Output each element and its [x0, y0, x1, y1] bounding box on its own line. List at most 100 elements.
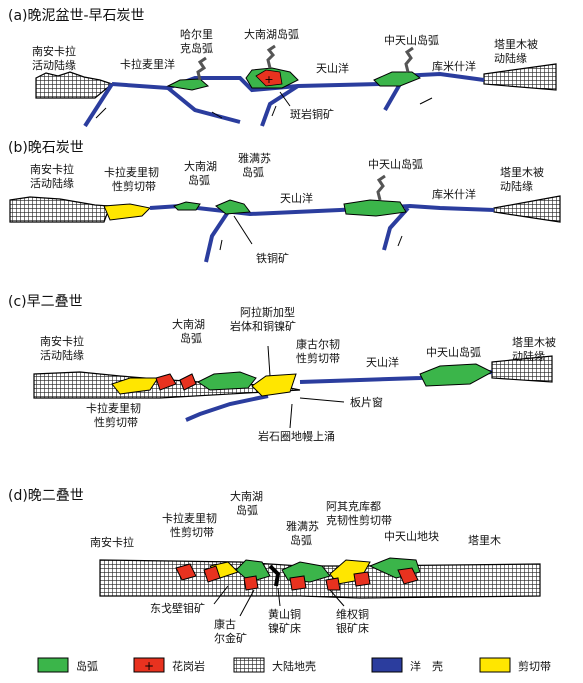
panel-b-label-tarim-2: 动陆缘	[500, 179, 533, 193]
panel-a-label-tianshan: 天山洋	[316, 61, 349, 75]
panel-b-label-kala-2: 性剪切带	[112, 179, 156, 193]
panel-a-arrow-3	[271, 105, 277, 117]
panel-d-label-kanggu-1: 康古	[214, 617, 236, 631]
panel-c-arrow-alasi	[267, 345, 271, 377]
panel-d-label-danan-2: 岛弧	[236, 503, 258, 517]
legend: 岛弧 + 花岗岩 大陆地壳 洋 壳 剪切带	[37, 657, 551, 673]
panel-c-label-upwell: 岩石圈地幔上涌	[258, 429, 335, 443]
panel-d-label-kala-2: 性剪切带	[170, 525, 214, 539]
legend-label-crust: 大陆地壳	[272, 659, 316, 673]
panel-c-label-tarim-2: 动陆缘	[512, 349, 545, 363]
panel-a-volcano-1	[196, 56, 207, 81]
panel-a-arc-zts	[373, 71, 422, 87]
panel-c-arc-danan	[197, 371, 257, 391]
panel-a-label-nanan-2: 活动陆缘	[32, 58, 76, 72]
legend-label-arc: 岛弧	[76, 659, 98, 673]
panel-b-label-zts: 中天山岛弧	[368, 157, 423, 171]
panel-b-label-kumish: 库米什洋	[432, 187, 476, 201]
panel-d-arrow-huangshan	[277, 587, 281, 607]
panel-b-label-iron: 铁铜矿	[256, 251, 289, 265]
panel-c-title: (c)早二叠世	[8, 294, 83, 310]
panel-d-label-tarim: 塔里木	[468, 534, 501, 547]
panel-b-slab-2	[382, 206, 410, 251]
panel-d-granite-6	[353, 571, 371, 587]
panel-a-label-tarim-1: 塔里木被	[494, 38, 538, 51]
panel-d-title: (d)晚二叠世	[8, 488, 84, 504]
panel-d-granite-3	[243, 575, 259, 591]
panel-c-granite-2	[179, 373, 197, 391]
panel-b-label-tarim-1: 塔里木被	[500, 166, 544, 179]
panel-c-arrow-slab	[299, 397, 345, 403]
panel-b-arc-yamansu	[215, 199, 251, 215]
panel-a-arc-hal	[166, 78, 210, 91]
panel-d-granite-2	[203, 565, 221, 583]
panel-a-slab-2	[166, 86, 241, 124]
panel-d-label-weiquan-1: 维权铜	[336, 607, 369, 621]
panel-b-arc-zts	[343, 199, 407, 217]
panel-b-slab-1	[204, 210, 230, 263]
panel-a-arrow-2	[211, 111, 223, 119]
legend-label-shear: 剪切带	[518, 659, 551, 673]
panel-d-granite-7	[397, 567, 419, 585]
panel-c-granite-1	[155, 373, 177, 391]
panel-c-label-alasi-1: 阿拉斯加型	[240, 305, 295, 319]
panel-a-label-porphyry: 斑岩铜矿	[290, 107, 334, 121]
panel-b-label-yamansu-2: 岛弧	[242, 165, 264, 179]
panel-d-arrow-kanggu	[239, 589, 255, 617]
panel-c-label-zts: 中天山岛弧	[426, 345, 481, 359]
panel-d-arrow-dgbm	[213, 585, 229, 605]
panel-d-granite-4	[289, 575, 307, 591]
panel-c-label-danan-2: 岛弧	[180, 331, 202, 345]
panel-c-slab	[185, 394, 269, 422]
panel-d-label-huangshan-1: 黄山铜	[268, 607, 301, 621]
panel-c: (c)早二叠世 南安卡拉 活动陆缘 大南湖 岛弧 阿拉斯加型 岩体和铜镍矿 康古…	[8, 294, 556, 443]
legend-swatch-shear	[479, 657, 511, 673]
legend-label-ocean: 洋 壳	[410, 659, 443, 673]
panel-c-label-nanan-2: 活动陆缘	[40, 348, 84, 362]
panel-d-granite-1	[175, 563, 197, 581]
panel-d-label-aqik-2: 克韧性剪切带	[326, 513, 392, 527]
panel-a-crust-right	[483, 63, 557, 91]
panel-c-label-kala-1: 卡拉麦里韧	[86, 401, 141, 415]
panel-b-crust-right	[493, 195, 561, 223]
panel-a-arrow-1	[95, 107, 107, 119]
panel-b-label-kala-1: 卡拉麦里韧	[104, 165, 159, 179]
panel-b-label-nanan-1: 南安卡拉	[30, 162, 74, 176]
panel-a-label-kala: 卡拉麦里洋	[120, 57, 175, 71]
granite-cross: +	[264, 73, 273, 86]
panel-a-label-zts: 中天山岛弧	[384, 33, 439, 47]
panel-d-granite-5	[325, 577, 341, 591]
panel-d-label-kala-1: 卡拉麦里韧	[162, 511, 217, 525]
legend-label-granite: 花岗岩	[172, 659, 205, 673]
panel-a-arrow-4	[419, 97, 433, 105]
legend-granite-cross: +	[144, 659, 154, 673]
panel-b: (b)晚石炭世 南安卡拉 活动陆缘 卡拉麦里韧 性剪切带 大南湖 岛弧 雅满苏 …	[8, 140, 561, 265]
panel-c-label-kala-2: 性剪切带	[94, 415, 138, 429]
panel-c-label-tarim-1: 塔里木被	[512, 336, 556, 349]
panel-d-label-weiquan-2: 银矿床	[336, 621, 369, 635]
panel-b-crust-left	[9, 196, 111, 223]
panel-b-label-yamansu-1: 雅满苏	[238, 151, 271, 165]
panel-a-arrow-porphyry	[279, 91, 291, 107]
panel-d-label-aqik-1: 阿其克库都	[326, 500, 381, 513]
panel-a-label-danan: 大南湖岛弧	[244, 27, 299, 41]
panel-c-arrow-upwell	[289, 403, 293, 429]
panel-c-label-danan-1: 大南湖	[172, 317, 205, 331]
panel-b-label-danan-1: 大南湖	[184, 159, 217, 173]
panel-c-label-kanggur-2: 性剪切带	[296, 351, 340, 365]
panel-a-slab-3	[260, 84, 300, 127]
panel-b-label-danan-2: 岛弧	[188, 173, 210, 187]
panel-a-label-hal-2: 克岛弧	[180, 41, 213, 55]
panel-d-label-zts-block: 中天山地块	[384, 530, 439, 543]
panel-a-title: (a)晚泥盆世-早石炭世	[8, 8, 145, 24]
panel-d-label-yamansu-2: 岛弧	[290, 533, 312, 547]
panel-b-shear	[103, 203, 152, 221]
panel-a-label-tarim-2: 动陆缘	[494, 51, 527, 65]
panel-d-arrow-weiquan	[329, 589, 345, 607]
panel-a-slab-4	[383, 83, 402, 111]
panel-a-label-kumish: 库米什洋	[432, 59, 476, 73]
legend-swatch-crust	[233, 657, 265, 673]
panel-b-arrow-2	[397, 235, 403, 247]
panel-c-shear-2	[251, 373, 297, 397]
panel-b-arrow-iron	[233, 215, 253, 245]
